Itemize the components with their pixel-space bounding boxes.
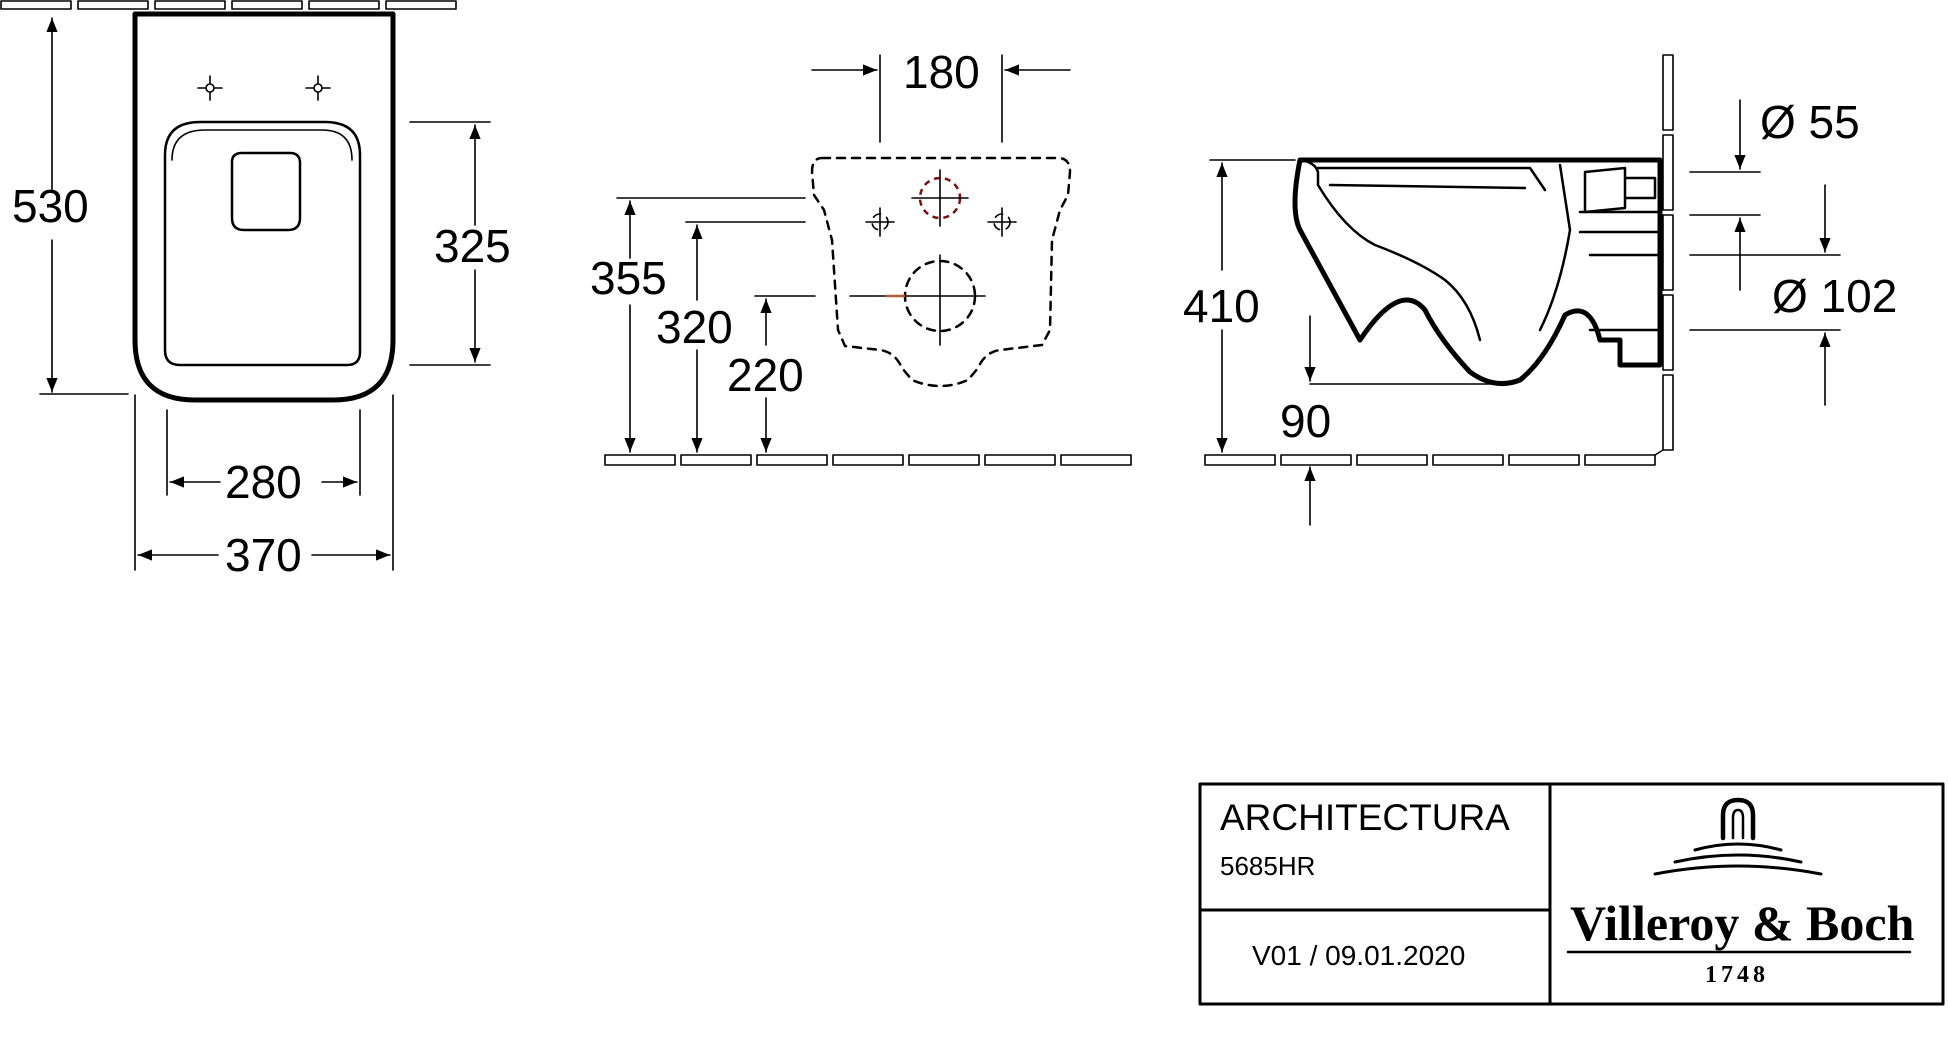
- rear-inlet-circle: [911, 169, 969, 227]
- rear-bolt-left: [865, 207, 895, 237]
- side-wall: [1662, 54, 1674, 451]
- dim-label-90: 90: [1280, 395, 1331, 447]
- dim-label-d102: Ø 102: [1772, 270, 1897, 322]
- bowl-profile-side: [1292, 157, 1663, 387]
- brand-logo-icon: [1653, 797, 1823, 876]
- dim-line-d102: [1689, 184, 1841, 406]
- side-view: 410 90 Ø 55 Ø 102: [1183, 54, 1897, 526]
- bowl-outline-front: [132, 11, 396, 403]
- dim-label-280: 280: [225, 456, 302, 508]
- dim-label-370: 370: [225, 529, 302, 581]
- dim-label-180: 180: [903, 46, 980, 98]
- front-wall-line: [0, 0, 457, 10]
- rear-floor-line: [604, 454, 1132, 466]
- title-block: ARCHITECTURA 5685HR V01 / 09.01.2020 Vil…: [1198, 782, 1945, 1006]
- version-date: V01 / 09.01.2020: [1252, 940, 1465, 971]
- dim-line-325: [409, 121, 491, 366]
- fixing-cross-left: [197, 75, 223, 101]
- article-number: 5685HR: [1220, 851, 1315, 881]
- dim-label-220: 220: [727, 349, 804, 401]
- seat-outline: [163, 120, 362, 367]
- dim-line-355: [616, 197, 806, 453]
- fixing-cross-right: [305, 75, 331, 101]
- dim-line-90: [1304, 315, 1501, 526]
- side-floor-line: [1204, 449, 1664, 466]
- dim-line-410: [1209, 159, 1296, 453]
- seat-hinge-cover: [230, 151, 302, 232]
- front-view: 530 325 280 370: [0, 0, 511, 581]
- dim-line-370: [134, 394, 394, 571]
- dim-line-320: [685, 221, 806, 453]
- side-inlet-spigot: [1583, 166, 1657, 214]
- rear-bolt-right: [987, 207, 1017, 237]
- dim-line-d55: [1689, 99, 1761, 291]
- dim-line-220: [754, 295, 816, 453]
- dim-line-180: [811, 54, 1071, 143]
- brand-year: 1748: [1705, 962, 1769, 988]
- dim-label-d55: Ø 55: [1760, 96, 1860, 148]
- rear-outlet-circle: [849, 254, 986, 346]
- dim-line-280: [166, 409, 361, 496]
- dim-label-355: 355: [590, 252, 667, 304]
- product-name: ARCHITECTURA: [1220, 797, 1510, 838]
- rear-outline-dashed: [810, 156, 1072, 388]
- dim-line-530: [39, 17, 129, 395]
- dim-label-325: 325: [434, 220, 511, 272]
- dim-label-410: 410: [1183, 280, 1260, 332]
- rear-view: 180 355 320 220: [590, 46, 1132, 466]
- brand-name: Villeroy & Boch: [1570, 895, 1915, 951]
- dim-label-320: 320: [656, 301, 733, 353]
- dim-label-530: 530: [12, 180, 89, 232]
